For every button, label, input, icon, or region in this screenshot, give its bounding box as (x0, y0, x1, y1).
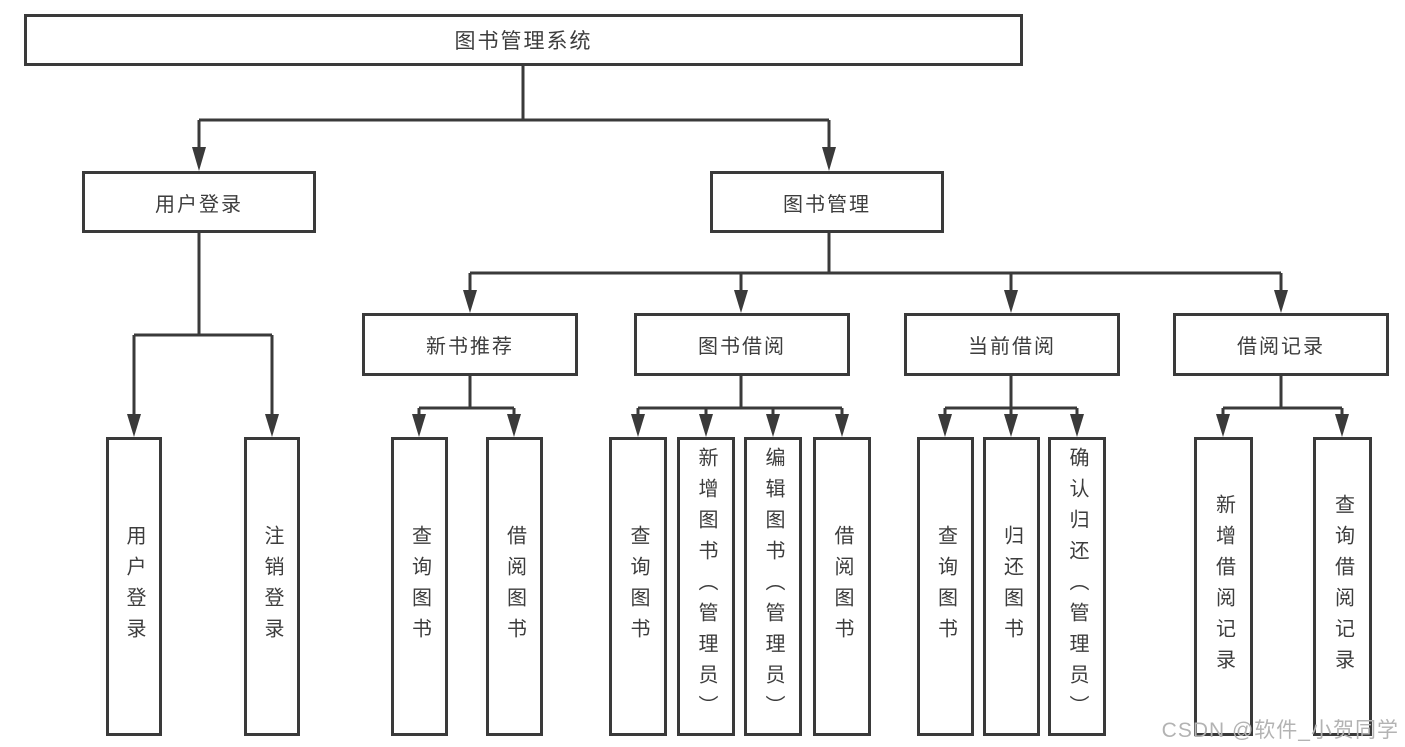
leaf-user-login: 用户登录 (106, 437, 162, 736)
node-borrow-records-label: 借阅记录 (1237, 336, 1325, 358)
leaf-user-login-label: 用户登录 (123, 524, 145, 649)
leaf-query-borrow-record: 查询借阅记录 (1313, 437, 1372, 736)
leaf-add-borrow-record: 新增借阅记录 (1194, 437, 1253, 736)
node-current-borrow-label: 当前借阅 (968, 336, 1056, 358)
root-node: 图书管理系统 (24, 14, 1023, 66)
leaf-query-book-current-label: 查询图书 (934, 524, 957, 649)
leaf-logout: 注销登录 (244, 437, 300, 736)
node-book-borrow-label: 图书借阅 (698, 336, 786, 358)
leaf-add-book-admin-label: 新增图书（管理员） (695, 447, 717, 726)
leaf-edit-book-admin: 编辑图书（管理员） (744, 437, 802, 736)
leaf-confirm-return-admin-label: 确认归还（管理员） (1066, 447, 1088, 726)
leaf-borrow-book-label: 借阅图书 (831, 524, 853, 649)
leaf-query-borrow-record-label: 查询借阅记录 (1331, 493, 1354, 680)
leaf-query-book-recommend: 查询图书 (391, 437, 448, 736)
leaf-return-book: 归还图书 (983, 437, 1040, 736)
node-user-login: 用户登录 (82, 171, 316, 233)
leaf-logout-label: 注销登录 (261, 524, 283, 649)
leaf-return-book-label: 归还图书 (1000, 524, 1023, 649)
leaf-edit-book-admin-label: 编辑图书（管理员） (762, 447, 784, 726)
node-new-book-recommend-label: 新书推荐 (426, 336, 514, 358)
leaf-query-book-recommend-label: 查询图书 (408, 524, 431, 649)
node-user-login-label: 用户登录 (155, 193, 243, 216)
node-book-borrow: 图书借阅 (634, 313, 850, 376)
node-book-management-label: 图书管理 (783, 193, 871, 216)
leaf-query-book-borrow-label: 查询图书 (627, 524, 649, 649)
leaf-confirm-return-admin: 确认归还（管理员） (1048, 437, 1106, 736)
csdn-watermark: CSDN @软件_小贺同学 (1161, 719, 1399, 742)
leaf-borrow-book: 借阅图书 (813, 437, 871, 736)
leaf-add-book-admin: 新增图书（管理员） (677, 437, 735, 736)
arrowheads (127, 147, 1349, 437)
leaf-borrow-book-recommend-label: 借阅图书 (503, 524, 526, 649)
node-current-borrow: 当前借阅 (904, 313, 1120, 376)
leaf-query-book-current: 查询图书 (917, 437, 974, 736)
leaf-add-borrow-record-label: 新增借阅记录 (1212, 493, 1235, 680)
node-book-management: 图书管理 (710, 171, 944, 233)
node-borrow-records: 借阅记录 (1173, 313, 1389, 376)
leaf-borrow-book-recommend: 借阅图书 (486, 437, 543, 736)
root-node-label: 图书管理系统 (454, 30, 593, 53)
node-new-book-recommend: 新书推荐 (362, 313, 578, 376)
leaf-query-book-borrow: 查询图书 (609, 437, 667, 736)
